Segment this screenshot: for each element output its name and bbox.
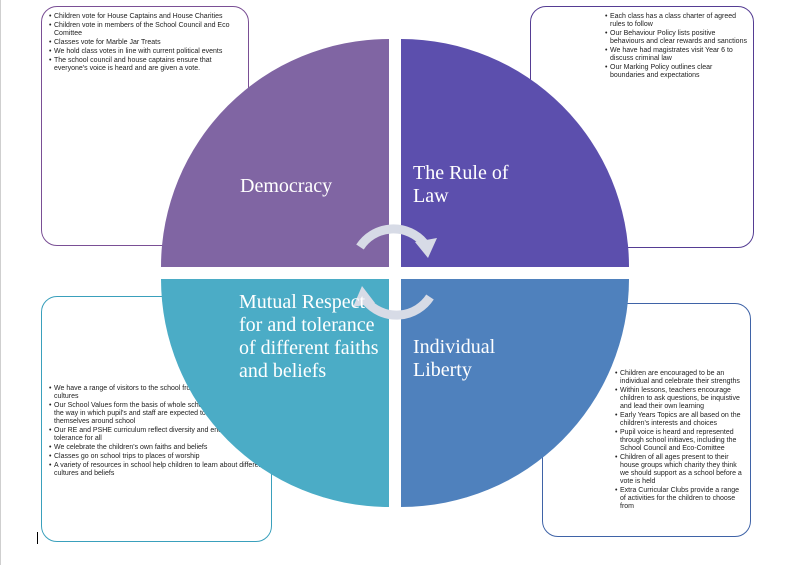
cycle-arrow-top-head: [415, 238, 437, 258]
mutual-respect-point: We have a range of visitors to the schoo…: [49, 385, 265, 401]
democracy-point: The school council and house captains en…: [49, 57, 240, 73]
mutual-respect-point: Our RE and PSHE curriculum reflect diver…: [49, 427, 265, 443]
rule-of-law-point: Our Marking Policy outlines clear bounda…: [605, 64, 747, 80]
rule-of-law-label: The Rule of Law: [413, 162, 509, 207]
mutual-respect-quadrant[interactable]: [161, 279, 389, 507]
individual-liberty-point: Early Years Topics are all based on the …: [615, 412, 744, 428]
individual-liberty-quadrant[interactable]: [401, 279, 629, 507]
individual-liberty-points: Children are encouraged to be an individ…: [615, 370, 744, 511]
cycle-arrow-bottom: [362, 294, 434, 320]
rule-of-law-point: Our Behaviour Policy lists positive beha…: [605, 30, 747, 46]
rule-of-law-point: We have had magistrates visit Year 6 to …: [605, 47, 747, 63]
democracy-label: Democracy: [240, 175, 333, 197]
individual-liberty-label: Individual Liberty: [413, 336, 496, 381]
democracy-points: Children vote for House Captains and Hou…: [49, 13, 240, 73]
cycle-arrow-top: [356, 224, 428, 250]
mutual-respect-point: Classes go on school trips to places of …: [49, 453, 265, 461]
democracy-point: We hold class votes in line with current…: [49, 48, 240, 56]
democracy-quadrant[interactable]: [161, 39, 389, 267]
rule-of-law-point: Each class has a class charter of agreed…: [605, 13, 747, 29]
rule-of-law-points: Each class has a class charter of agreed…: [605, 13, 747, 80]
cycle-arrows-icon: [353, 224, 437, 320]
mutual-respect-label: Mutual Respect for and tolerance of diff…: [239, 291, 379, 382]
individual-liberty-point: Children of all ages present to their ho…: [615, 454, 744, 486]
individual-liberty-point: Extra Curricular Clubs provide a range o…: [615, 487, 744, 511]
mutual-respect-point: We celebrate the children's own faiths a…: [49, 444, 265, 452]
democracy-point: Children vote in members of the School C…: [49, 22, 240, 38]
individual-liberty-point: Children are encouraged to be an individ…: [615, 370, 744, 386]
democracy-point: Children vote for House Captains and Hou…: [49, 13, 240, 21]
page-edge: [0, 0, 1, 565]
mutual-respect-point: A variety of resources in school help ch…: [49, 462, 265, 478]
text-cursor: [37, 532, 38, 544]
individual-liberty-point: Pupil voice is heard and represented thr…: [615, 429, 744, 453]
democracy-point: Classes vote for Marble Jar Treats: [49, 39, 240, 47]
rule-of-law-quadrant[interactable]: [401, 39, 629, 267]
cycle-arrow-bottom-head: [353, 286, 375, 307]
individual-liberty-point: Within lessons, teachers encourage child…: [615, 387, 744, 411]
mutual-respect-point: Our School Values form the basis of whol…: [49, 402, 265, 426]
mutual-respect-points: We have a range of visitors to the schoo…: [49, 385, 265, 478]
